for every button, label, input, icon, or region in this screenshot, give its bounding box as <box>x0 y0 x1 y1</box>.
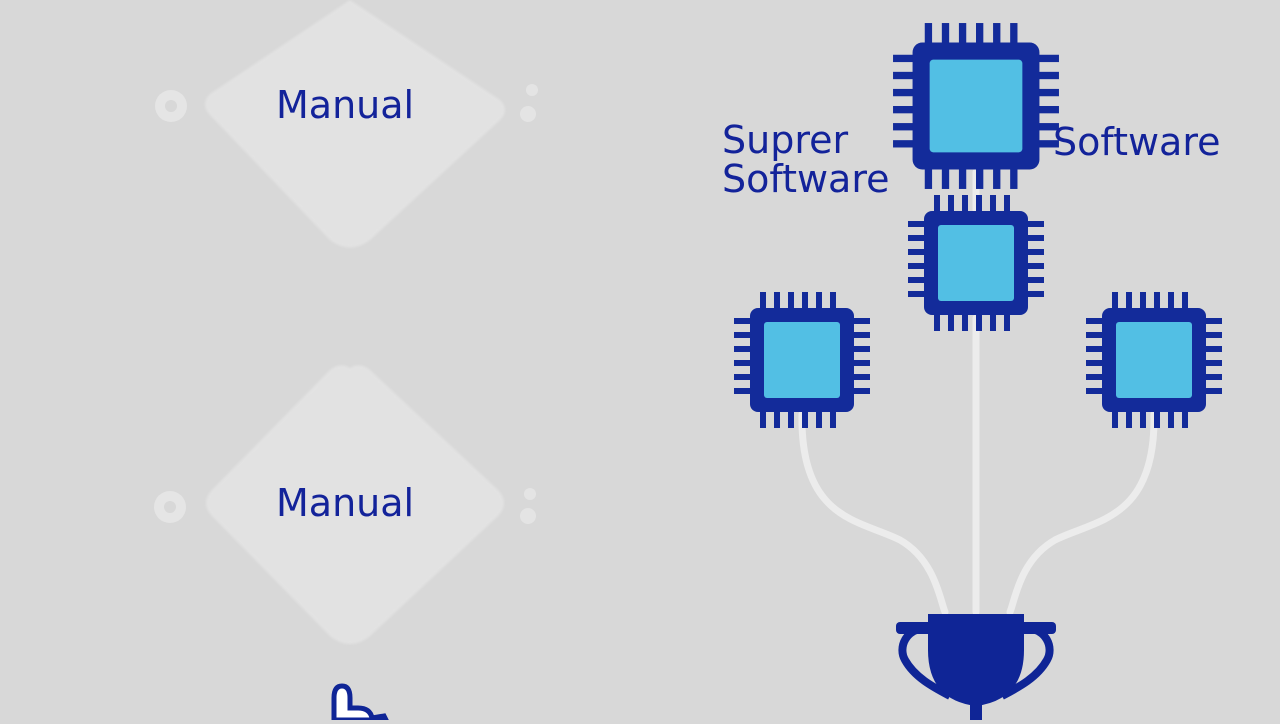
chip-icon-left[interactable] <box>734 292 870 428</box>
circle-dot-icon <box>155 90 187 122</box>
manual-label-bottom: Manual <box>276 481 415 525</box>
connector-lines <box>798 168 1158 616</box>
chip-icon-top[interactable] <box>893 23 1059 189</box>
super-software-label: Suprer Software <box>722 121 890 199</box>
manual-label-top: Manual <box>276 83 415 127</box>
super-software-line1: Suprer <box>722 118 849 162</box>
super-software-line2: Software <box>722 156 890 201</box>
manual-diamond-top[interactable] <box>205 0 505 248</box>
chip-icon-right[interactable] <box>1086 292 1222 428</box>
hand-pointer-icon <box>331 683 391 723</box>
circle-dot-icon <box>154 491 186 523</box>
chip-icon-middle[interactable] <box>908 195 1044 331</box>
dots-icon <box>520 84 538 524</box>
trophy-icon <box>896 614 1056 720</box>
manual-diamond-bottom[interactable] <box>206 365 504 644</box>
software-label: Software <box>1053 120 1221 164</box>
